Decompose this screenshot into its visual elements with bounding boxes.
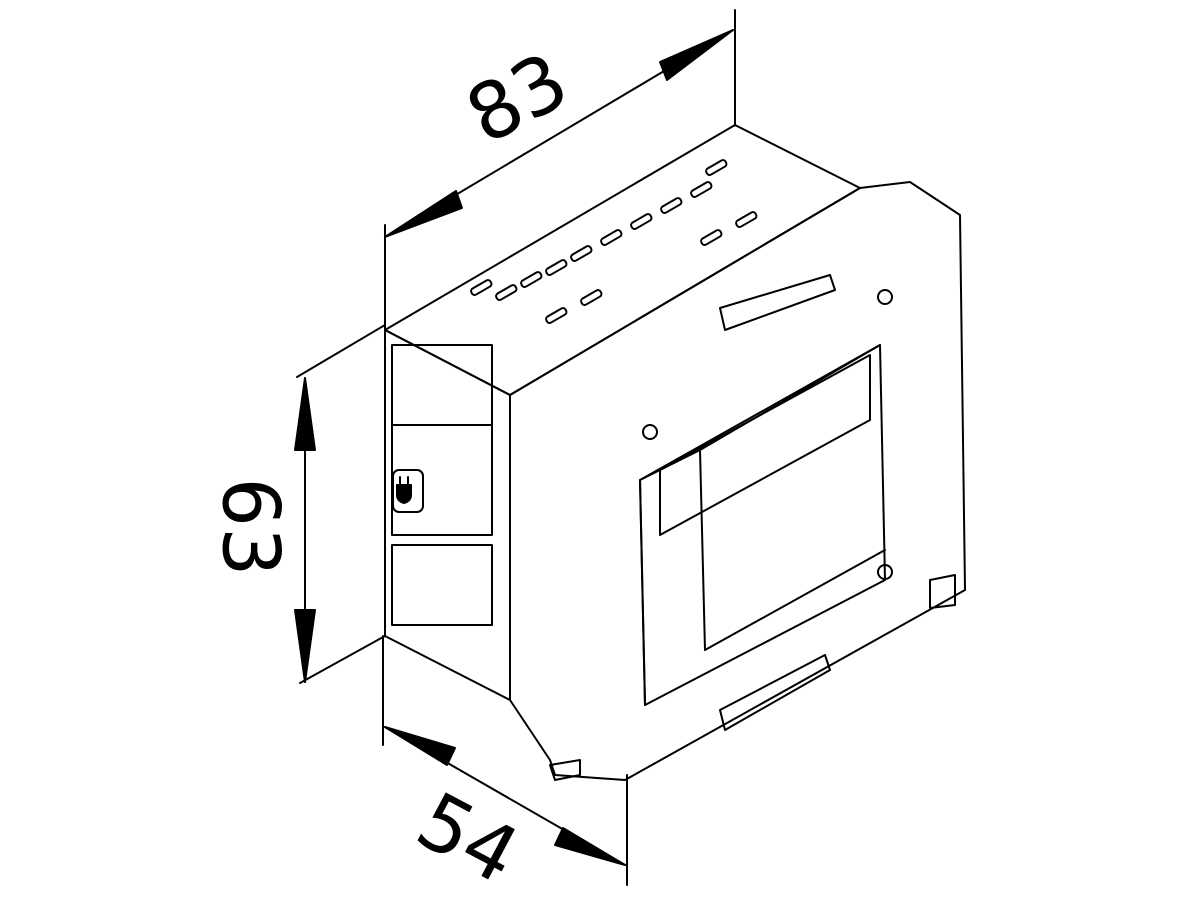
dimension-83: [384, 9, 736, 331]
dimension-54: [382, 635, 628, 886]
dimension-63: [294, 324, 386, 684]
top-vent-slots: [470, 159, 758, 324]
power-plug-icon: [392, 469, 424, 513]
device-box: [384, 124, 966, 781]
dimension-label-height: 63: [204, 477, 295, 577]
